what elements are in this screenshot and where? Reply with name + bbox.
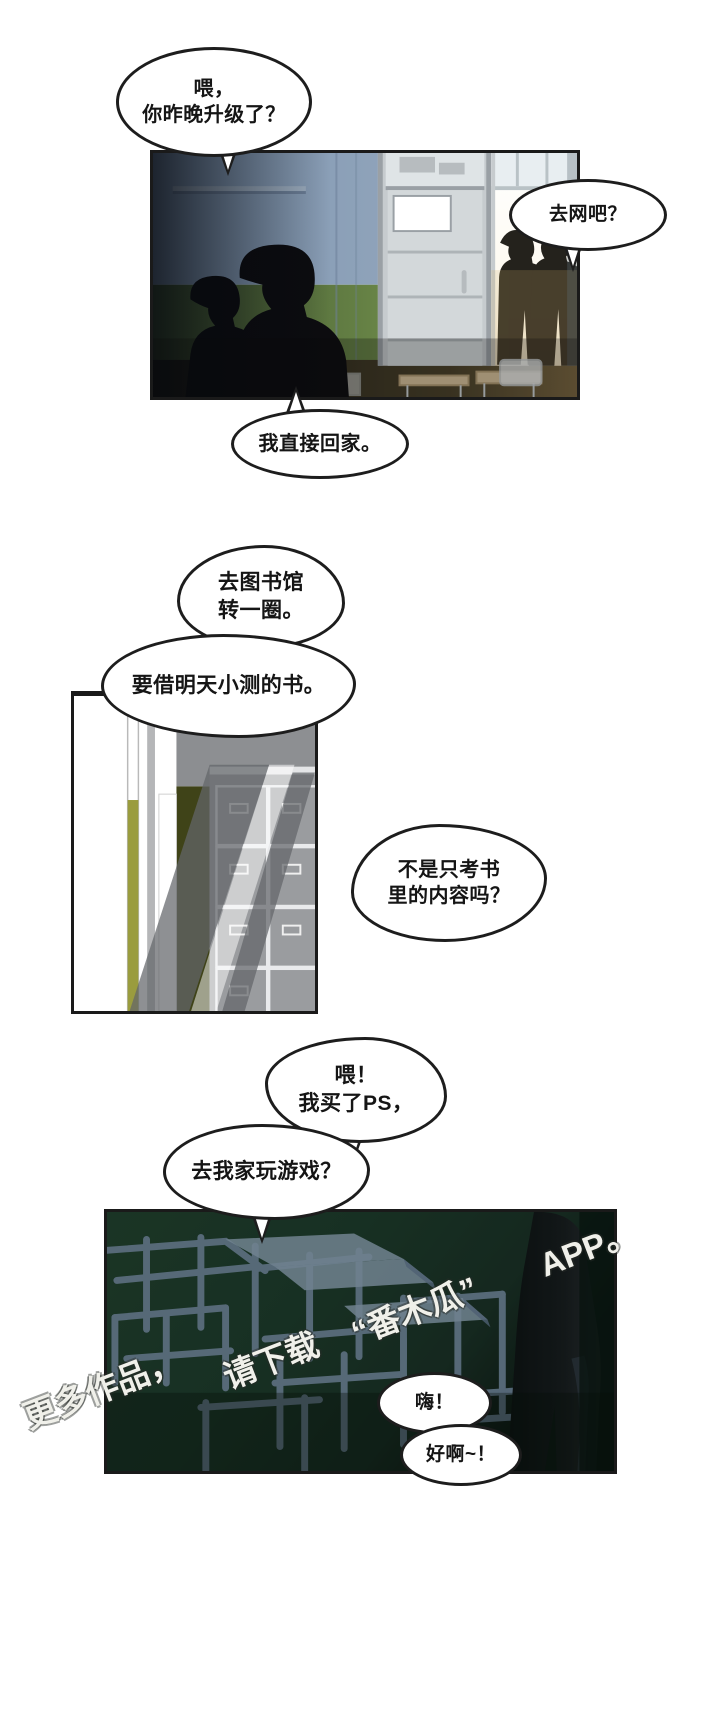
panel-library-lockers: [71, 693, 318, 1014]
panel-desks-night: [104, 1209, 617, 1474]
bubble-10: 好啊~！: [400, 1424, 522, 1486]
bubble-8: 去我家玩游戏？: [163, 1124, 370, 1220]
bubble-3: 我直接回家。: [231, 409, 409, 479]
panel-library-art: [74, 696, 315, 1011]
bubble-5: 要借明天小测的书。: [101, 634, 356, 738]
diagonal-shadows: [129, 764, 315, 1011]
bubble-2: 去网吧？: [509, 179, 667, 251]
panel-classroom: [150, 150, 580, 400]
bubble-4: 去图书馆 转一圈。: [177, 545, 345, 649]
bubble-1: 喂， 你昨晚升级了？: [116, 47, 312, 157]
bubble-6: 不是只考书 里的内容吗？: [351, 824, 547, 942]
panel-classroom-art: [153, 153, 577, 397]
diagonal-light: [191, 764, 295, 1011]
panel-desks-art: [107, 1212, 614, 1471]
